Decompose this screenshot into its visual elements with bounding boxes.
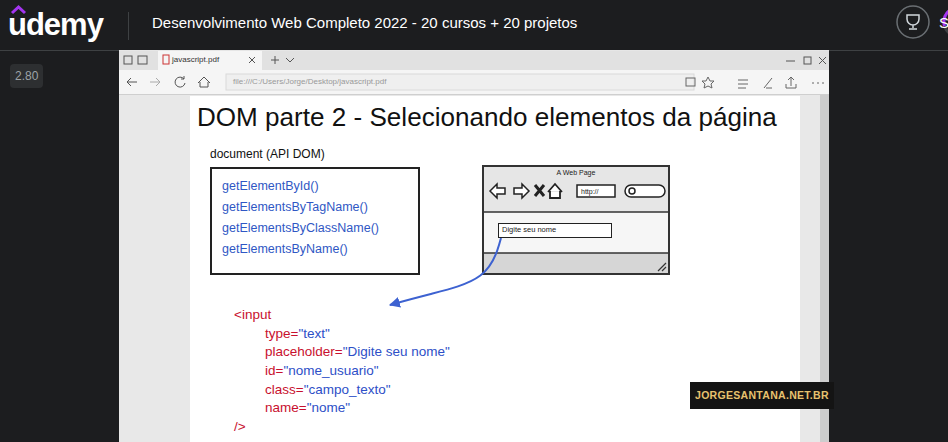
code-line: <input xyxy=(234,305,450,324)
html-value: "Digite seu nome" xyxy=(343,344,450,359)
mockup-home-icon xyxy=(548,184,562,198)
text-input-field: Digite seu nome xyxy=(498,223,612,238)
address-url: file:///C:/Users/Jorge/Desktop/javascrip… xyxy=(233,77,386,87)
mockup-divider xyxy=(483,252,669,254)
code-line: class="campo_texto" xyxy=(234,380,450,399)
html-attribute: id= xyxy=(265,363,283,378)
minimize-icon xyxy=(786,61,795,62)
mockup-content xyxy=(483,166,669,274)
brand-logo: udemy xyxy=(8,6,103,43)
address-row xyxy=(119,70,829,95)
code-line: type="text" xyxy=(234,324,450,343)
hub-icon xyxy=(738,80,748,88)
playback-speed: 2.80 xyxy=(10,64,43,88)
html-attribute: placeholder= xyxy=(265,344,343,359)
mockup-outline xyxy=(483,166,669,274)
method-name: getElementsByTagName() xyxy=(222,197,368,218)
code-line: /> xyxy=(234,417,450,436)
code-line: placeholder="Digite seu nome" xyxy=(234,342,450,361)
tab-bar xyxy=(119,51,829,70)
mockup-address-field xyxy=(577,185,615,197)
api-dom-box: document (API DOM)getElementById()getEle… xyxy=(210,147,420,275)
active-tab xyxy=(158,51,262,70)
watermark: JORGESANTANA.NET.BR xyxy=(690,382,834,409)
slide-title: DOM parte 2 - Selecionando elementos da … xyxy=(197,102,777,133)
web-page-mockup: Digite seu nome A Web Page http:// xyxy=(482,165,670,275)
new-tab-icon xyxy=(271,56,279,64)
home-icon xyxy=(198,77,210,87)
back-icon xyxy=(127,78,137,86)
mockup-resize-grip xyxy=(658,263,666,271)
address-row-border xyxy=(119,94,829,95)
mockup-status-bar xyxy=(483,253,669,274)
share-icon xyxy=(786,77,796,88)
close-icon xyxy=(819,57,826,64)
html-value: "text" xyxy=(298,326,329,341)
method-list-border: getElementById()getElementsByTagName()ge… xyxy=(210,167,420,275)
tab-close xyxy=(249,57,255,63)
maximize-icon xyxy=(804,57,811,64)
course-title: Desenvolvimento Web Completo 2022 - 20 c… xyxy=(152,14,577,32)
forward-icon xyxy=(150,78,160,86)
box-heading: document (API DOM) xyxy=(210,147,325,162)
placeholder-text: Digite seu nome xyxy=(499,224,556,236)
tab-title: javascript.pdf xyxy=(172,55,219,65)
html-attribute: type= xyxy=(265,326,298,341)
refresh-icon xyxy=(175,76,185,87)
html-attribute: <input xyxy=(234,307,271,322)
top-bar xyxy=(0,0,948,50)
html-attribute: class= xyxy=(265,382,304,397)
pdf-icon xyxy=(163,55,169,64)
mockup-search-field xyxy=(625,185,665,197)
method-name: getElementsByName() xyxy=(222,239,348,260)
more-icon xyxy=(812,83,824,84)
reading-view-icon xyxy=(686,78,695,86)
code-line: name="nome" xyxy=(234,398,450,417)
code-line: id="nome_usuario" xyxy=(234,361,450,380)
html-value: "nome_usuario" xyxy=(283,363,378,378)
user-initial: S xyxy=(939,14,948,32)
tab-icon xyxy=(124,56,132,64)
address-field xyxy=(226,74,694,90)
favorite-icon xyxy=(702,77,714,88)
html-code-block: <inputtype="text"placeholder="Digite seu… xyxy=(234,305,450,436)
browser-mockup xyxy=(483,166,669,274)
mockup-back-arrow xyxy=(490,184,505,198)
html-attribute: name= xyxy=(265,400,307,415)
mockup-title: A Web Page xyxy=(482,168,670,177)
mockup-forward-arrow xyxy=(514,184,529,198)
mockup-search-icon xyxy=(629,188,635,194)
mockup-divider xyxy=(483,211,669,213)
mockup-toolbar xyxy=(483,166,669,212)
method-name: getElementById() xyxy=(222,176,319,197)
html-attribute: /> xyxy=(234,419,246,434)
tab-menu-icon xyxy=(286,58,294,62)
trophy-ring xyxy=(897,6,929,38)
html-value: "campo_texto" xyxy=(304,382,391,397)
html-value: "nome" xyxy=(307,400,350,415)
header-separator xyxy=(128,12,129,40)
mockup-url: http:// xyxy=(581,187,599,196)
notes-icon xyxy=(764,78,772,88)
method-name: getElementsByClassName() xyxy=(222,218,379,239)
tab-icon xyxy=(138,56,147,64)
trophy-icon xyxy=(907,15,919,29)
mockup-stop-icon xyxy=(535,185,544,196)
